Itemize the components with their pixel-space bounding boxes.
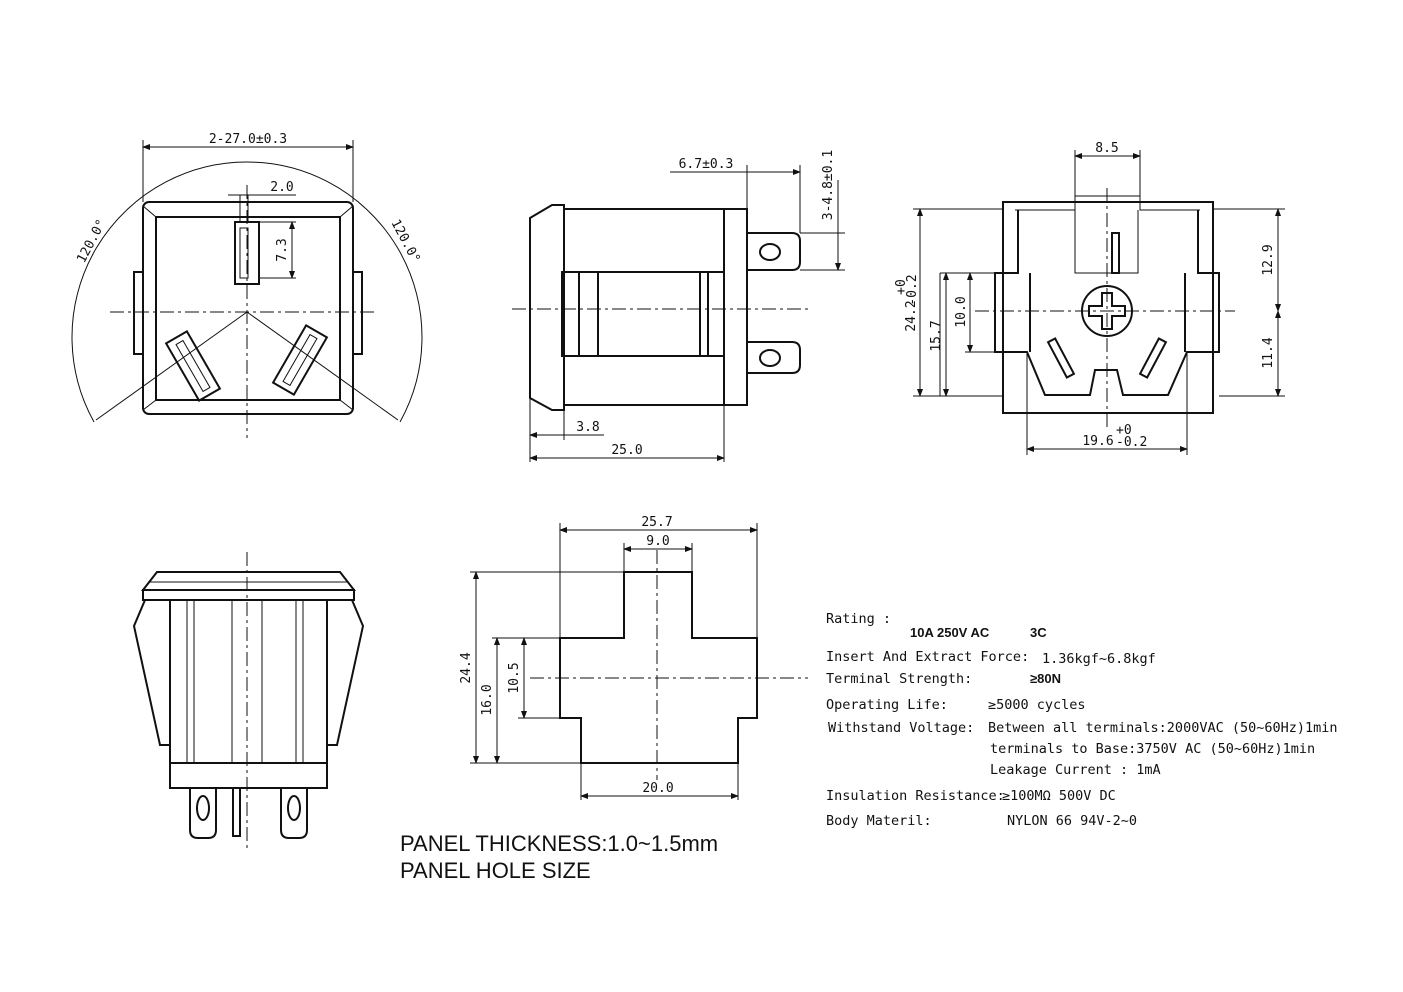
side-flange-dim: 3.8 — [576, 420, 599, 435]
side-pin-width-dim: 3-4.8±0.1 — [821, 150, 836, 220]
spec-insert-value: 1.36kgf~6.8kgf — [1042, 651, 1156, 667]
rear-11-4-dim: 11.4 — [1261, 337, 1276, 368]
panel-hole-size-note: PANEL HOLE SIZE — [400, 858, 591, 883]
spec-withstand-value-2: terminals to Base:3750V AC (50~60Hz)1min — [990, 741, 1315, 757]
rear-10-0-dim: 10.0 — [954, 296, 969, 327]
front-angle-right: 120.0° — [387, 217, 422, 266]
rear-top-dim: 8.5 — [1095, 141, 1118, 156]
rear-height-tol-upper: +0 — [894, 279, 909, 295]
spec-terminal-label: Terminal Strength: — [826, 671, 972, 687]
hole-width-dim: 25.7 — [641, 515, 672, 530]
rear-height-tol-lower: -0.2 — [905, 274, 920, 305]
spec-body-value: NYLON 66 94V-2~0 — [1007, 813, 1137, 829]
spec-insert-label: Insert And Extract Force: — [826, 649, 1029, 665]
front-slot-width-dim: 2.0 — [270, 180, 293, 195]
spec-insulation-value: ≥100MΩ 500V DC — [1002, 788, 1116, 804]
front-view: 2-27.0±0.3 2.0 7.3 120.0° 120.0° — [71, 132, 423, 438]
side-view: 6.7±0.3 3-4.8±0.1 3.8 25.0 — [512, 150, 845, 462]
rear-width-dim: 19.6 — [1082, 434, 1113, 449]
panel-hole-view: 25.7 9.0 20.0 24.4 16.0 10.5 — [459, 515, 808, 800]
spec-withstand-value-3: Leakage Current : 1mA — [990, 762, 1161, 778]
spec-table: Rating : 10A 250V AC 3C Insert And Extra… — [826, 611, 1338, 829]
spec-withstand-value-1: Between all terminals:2000VAC (50~60Hz)1… — [988, 720, 1338, 736]
hole-mid-dim: 16.0 — [480, 684, 495, 715]
rear-view: 8.5 24.2 +0 -0.2 15.7 10.0 12.9 11.4 19.… — [894, 141, 1285, 455]
bottom-view — [132, 552, 365, 850]
hole-top-dim: 9.0 — [646, 534, 669, 549]
side-length-dim: 25.0 — [611, 443, 642, 458]
side-pin-offset-dim: 6.7±0.3 — [679, 157, 734, 172]
rear-width-tol-lower: -0.2 — [1116, 435, 1147, 450]
spec-rating-value: 10A 250V AC — [910, 625, 990, 640]
rear-12-9-dim: 12.9 — [1261, 244, 1276, 275]
spec-life-value: ≥5000 cycles — [988, 697, 1086, 713]
rear-total-height-dim: 24.2 — [904, 300, 919, 331]
rear-15-7-dim: 15.7 — [929, 320, 944, 351]
hole-center-dim: 10.5 — [507, 662, 522, 693]
front-angle-left: 120.0° — [74, 217, 109, 266]
spec-withstand-label: Withstand Voltage: — [828, 720, 974, 736]
spec-body-label: Body Materil: — [826, 813, 932, 829]
spec-terminal-value: ≥80N — [1030, 671, 1061, 686]
spec-rating-poles: 3C — [1030, 625, 1047, 640]
hole-bottom-dim: 20.0 — [642, 781, 673, 796]
front-slot-height-dim: 7.3 — [275, 238, 290, 261]
panel-thickness-note: PANEL THICKNESS:1.0~1.5mm — [400, 831, 718, 856]
hole-height-dim: 24.4 — [459, 652, 474, 683]
spec-rating-label: Rating : — [826, 611, 891, 627]
rear-width-tol-upper: +0 — [1116, 423, 1132, 438]
spec-life-label: Operating Life: — [826, 697, 948, 713]
spec-insulation-label: Insulation Resistance: — [826, 788, 1005, 804]
front-width-dim: 2-27.0±0.3 — [209, 132, 287, 147]
